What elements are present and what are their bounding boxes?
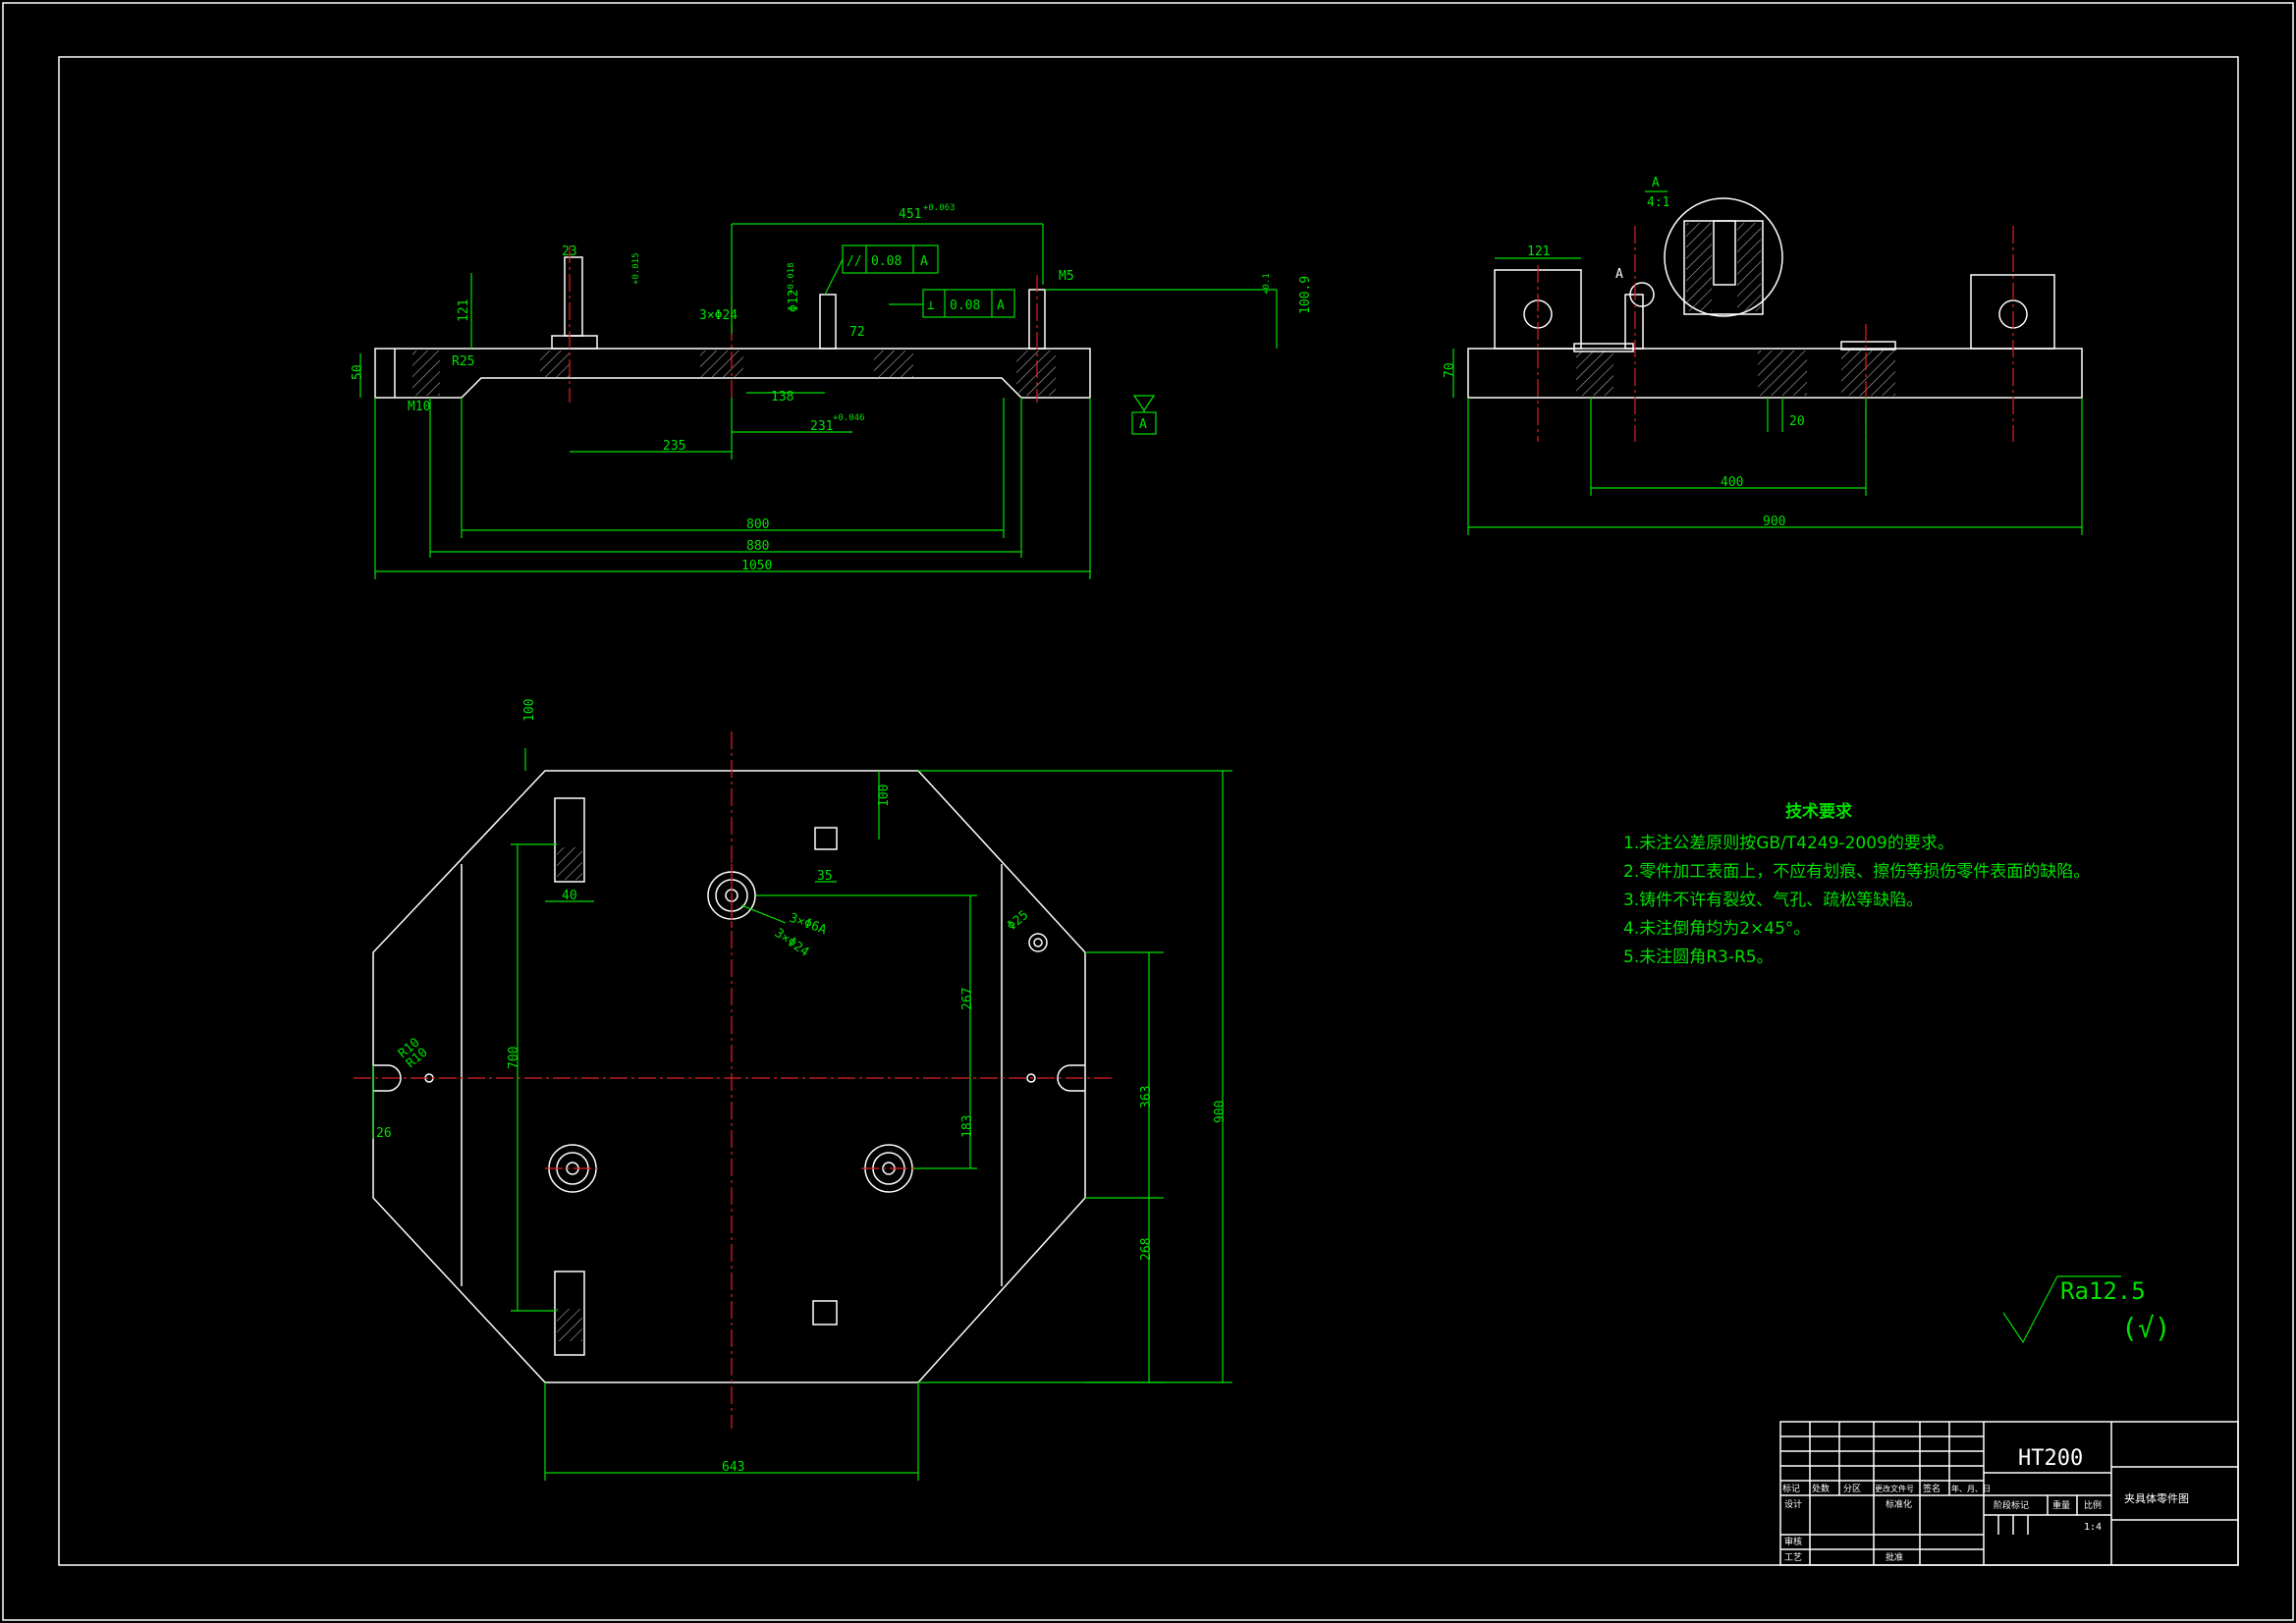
roughness-symbol: Ra12.5 (√) <box>2002 1275 2171 1344</box>
top-dim-900: 900 <box>1213 1101 1228 1123</box>
tol-2: +0.015 <box>631 252 641 285</box>
side-hatch-2 <box>1758 351 1807 396</box>
tb-review: 审核 <box>1784 1536 1802 1547</box>
datum-a-box <box>1131 411 1157 435</box>
dim-m5: M5 <box>1059 269 1074 284</box>
section-label: A <box>1652 176 1660 190</box>
top-dim-643: 643 <box>722 1460 744 1475</box>
dim-451: 451 <box>899 207 921 222</box>
perpendicularity-datum: A <box>997 298 1005 313</box>
front-hatch-2 <box>540 351 570 378</box>
dim-3xphi24: 3×Φ24 <box>699 308 738 323</box>
tech-item-3: 3.铸件不许有裂纹、气孔、疏松等缺陷。 <box>1623 891 1923 910</box>
perpendicularity-symbol: ⊥ <box>927 298 935 313</box>
inner-frame <box>58 56 2239 1566</box>
tech-requirements: 技术要求 1.未注公差原则按GB/T4249-2009的要求。 2.零件加工表面… <box>1623 801 2090 967</box>
dim-r25: R25 <box>452 354 474 369</box>
tech-item-4: 4.未注倒角均为2×45°。 <box>1623 919 1810 939</box>
title-block: HT200 夹具体零件图 标记 处数 分区 更改文件号 签名 年、月、日 设计 … <box>1779 1421 2239 1566</box>
top-dim-26: 26 <box>376 1126 392 1141</box>
detail-scale: 4:1 <box>1647 195 1669 210</box>
tol-4: +0.046 <box>833 413 865 423</box>
side-dim-20: 20 <box>1789 414 1805 429</box>
tb-row-3: 分区 <box>1843 1484 1861 1494</box>
tb-row-6: 年、月、日 <box>1951 1484 1991 1493</box>
perpendicularity-frame <box>922 289 1015 318</box>
side-dim-900: 900 <box>1763 514 1785 529</box>
dim-72: 72 <box>849 325 865 340</box>
tb-design: 设计 <box>1784 1498 1802 1510</box>
drawing-name: 夹具体零件图 <box>2124 1491 2189 1505</box>
top-dim-363: 363 <box>1139 1086 1154 1109</box>
side-hatch-1 <box>1576 351 1613 396</box>
dim-phi12: Φ12 <box>787 290 801 312</box>
top-dim-phi25: Φ25 <box>1005 907 1032 934</box>
tb-row-2: 处数 <box>1812 1483 1830 1494</box>
dim-231: 231 <box>810 419 833 434</box>
tb-row-5: 签名 <box>1923 1483 1941 1494</box>
top-dim-700: 700 <box>507 1047 521 1069</box>
roughness-note: (√) <box>2121 1312 2171 1344</box>
dim-1050: 1050 <box>741 559 772 573</box>
front-hatch-3 <box>700 351 743 378</box>
datum-a-label: A <box>1139 417 1147 432</box>
tb-standard: 标准化 <box>1886 1498 1912 1510</box>
side-dim-400: 400 <box>1721 475 1743 490</box>
tech-item-5: 5.未注圆角R3-R5。 <box>1623 947 1774 967</box>
side-dim-70: 70 <box>1443 362 1457 378</box>
top-dim-183: 183 <box>960 1115 975 1138</box>
tol-5: +0.1 <box>1262 273 1272 295</box>
front-hatch-5 <box>1016 351 1056 396</box>
top-dim-100-a: 100 <box>522 699 537 722</box>
section-marker: A <box>1615 267 1623 282</box>
tb-stage: 阶段标记 <box>1994 1499 2029 1511</box>
tb-scale: 1:4 <box>2084 1522 2102 1533</box>
material: HT200 <box>2018 1446 2083 1471</box>
tb-weight: 重量 <box>2052 1499 2070 1511</box>
front-view: // 0.08 A ⊥ 0.08 A A 451 23 121 50 M10 R… <box>351 203 1313 579</box>
front-hatch-4 <box>874 351 913 378</box>
parallelism-datum: A <box>920 254 928 269</box>
dim-100-9: 100.9 <box>1298 276 1313 314</box>
top-dim-268: 268 <box>1139 1238 1154 1261</box>
front-hatch-1 <box>412 351 440 396</box>
tb-approve: 批准 <box>1886 1551 1903 1563</box>
dim-m10: M10 <box>408 400 430 414</box>
parallelism-value: 0.08 <box>871 254 902 269</box>
tech-item-1: 1.未注公差原则按GB/T4249-2009的要求。 <box>1623 834 1954 853</box>
dim-121: 121 <box>457 299 471 322</box>
roughness-value: Ra12.5 <box>2060 1277 2146 1305</box>
top-dim-3xphi6a: 3×Φ6A <box>788 911 829 939</box>
parallelism-symbol: // <box>847 254 862 269</box>
detail-circle <box>1664 197 1783 317</box>
tb-row-4: 更改文件号 <box>1875 1484 1914 1493</box>
tb-scale-label: 比例 <box>2084 1499 2102 1511</box>
tb-process: 工艺 <box>1784 1552 1802 1563</box>
side-hatch-3 <box>1841 351 1895 396</box>
side-view: A 4:1 A 121 70 20 400 900 <box>1443 176 2083 535</box>
dim-880: 880 <box>746 539 769 554</box>
top-dim-40: 40 <box>562 889 577 903</box>
top-dim-267: 267 <box>960 988 975 1010</box>
dim-138: 138 <box>771 390 793 405</box>
top-view: 100 100 35 40 700 3×Φ6A 3×Φ24 Φ25 267 18… <box>354 699 1232 1481</box>
tol-3: +0.018 <box>787 262 796 295</box>
dim-800: 800 <box>746 517 769 532</box>
dim-50: 50 <box>351 364 365 380</box>
side-dim-121: 121 <box>1527 244 1550 259</box>
top-dim-100-b: 100 <box>877 784 892 807</box>
tech-title: 技术要求 <box>1785 801 1852 822</box>
dim-235: 235 <box>663 439 685 454</box>
tech-item-2: 2.零件加工表面上，不应有划痕、擦伤等损伤零件表面的缺陷。 <box>1623 862 2090 882</box>
top-dim-35: 35 <box>817 869 833 884</box>
dim-23: 23 <box>562 244 577 259</box>
tb-row-1: 标记 <box>1782 1483 1800 1494</box>
tol-1: +0.063 <box>923 203 956 213</box>
perpendicularity-value: 0.08 <box>950 298 980 313</box>
